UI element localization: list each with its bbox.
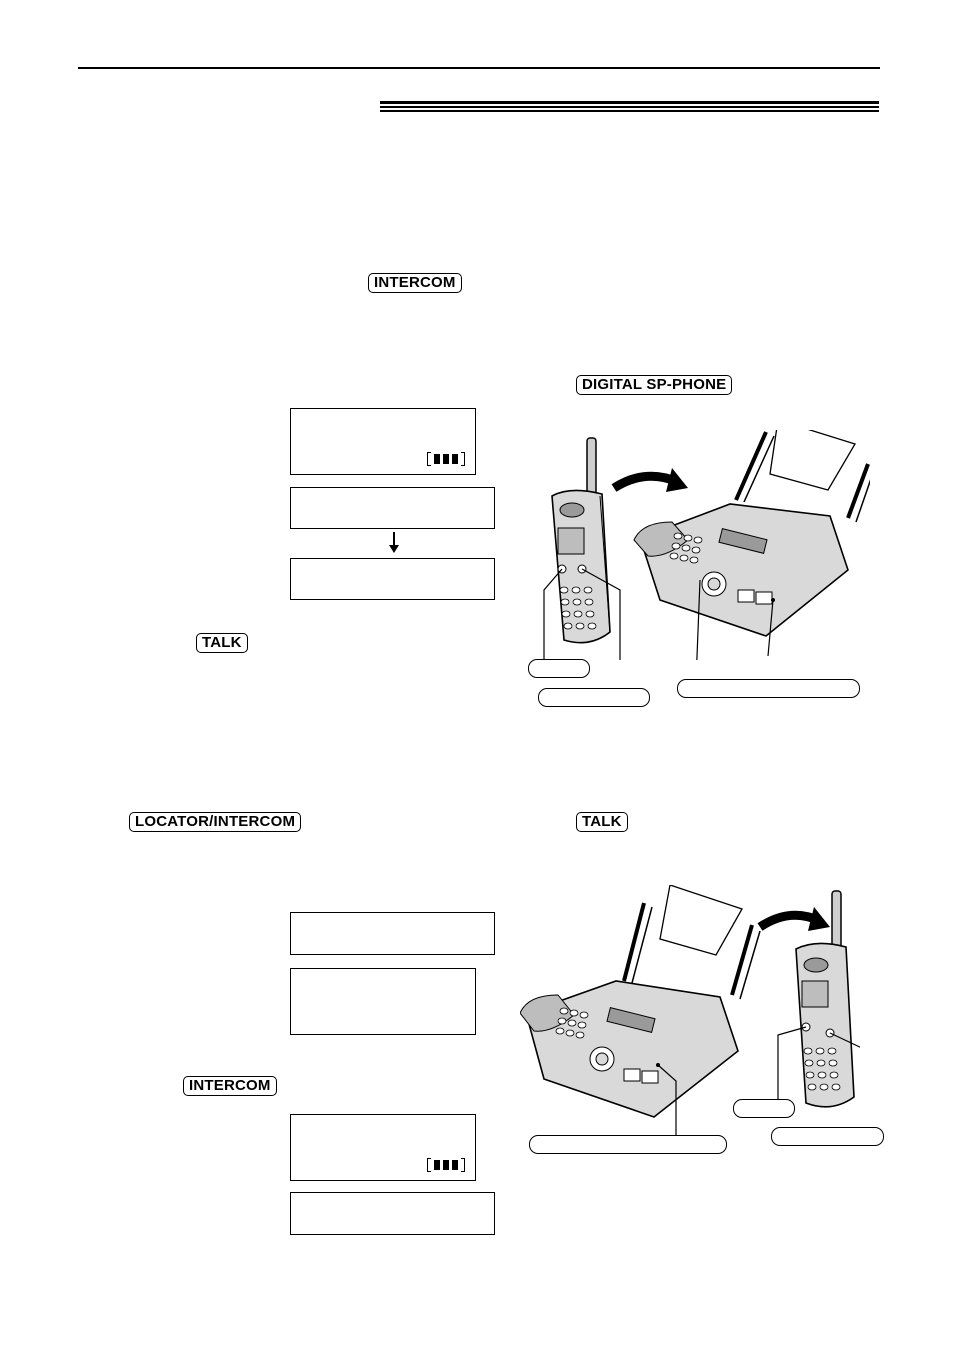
section-title-bar — [380, 101, 879, 113]
handset-to-unit-illustration — [543, 430, 870, 660]
handset-button-callout-3 — [733, 1099, 795, 1118]
unit-to-handset-illustration — [520, 885, 860, 1135]
unit-display-3 — [290, 558, 495, 600]
top-rule — [78, 67, 880, 69]
handset-display-1 — [290, 408, 476, 475]
unit-display-4 — [290, 912, 495, 955]
unit-display-7 — [290, 1192, 495, 1235]
cordless-handset-illustration — [551, 437, 611, 644]
handset-button-callout-1 — [528, 659, 590, 678]
unit-button-callout-2 — [529, 1135, 727, 1154]
intercom-key-2: INTERCOM — [183, 1076, 277, 1096]
cordless-handset-illustration — [795, 890, 855, 1108]
intercom-key-1: INTERCOM — [368, 273, 462, 293]
unit-button-callout — [677, 679, 860, 698]
curved-arrow-icon — [611, 468, 688, 492]
arrow-down-icon — [389, 532, 399, 553]
handset-button-callout-2 — [538, 688, 650, 707]
talk-key-2: TALK — [576, 812, 628, 832]
fax-machine-illustration — [520, 885, 761, 1118]
talk-key-1: TALK — [196, 633, 248, 653]
fax-machine-illustration — [633, 430, 870, 637]
unit-display-2 — [290, 487, 495, 529]
curved-arrow-icon — [757, 907, 830, 931]
locator-intercom-key: LOCATOR/INTERCOM — [129, 812, 302, 832]
handset-display-5 — [290, 968, 476, 1035]
handset-display-6 — [290, 1114, 476, 1181]
digital-sp-phone-key: DIGITAL SP-PHONE — [576, 375, 733, 395]
handset-button-callout-4 — [771, 1127, 884, 1146]
battery-icon — [427, 452, 465, 466]
battery-icon — [427, 1158, 465, 1172]
